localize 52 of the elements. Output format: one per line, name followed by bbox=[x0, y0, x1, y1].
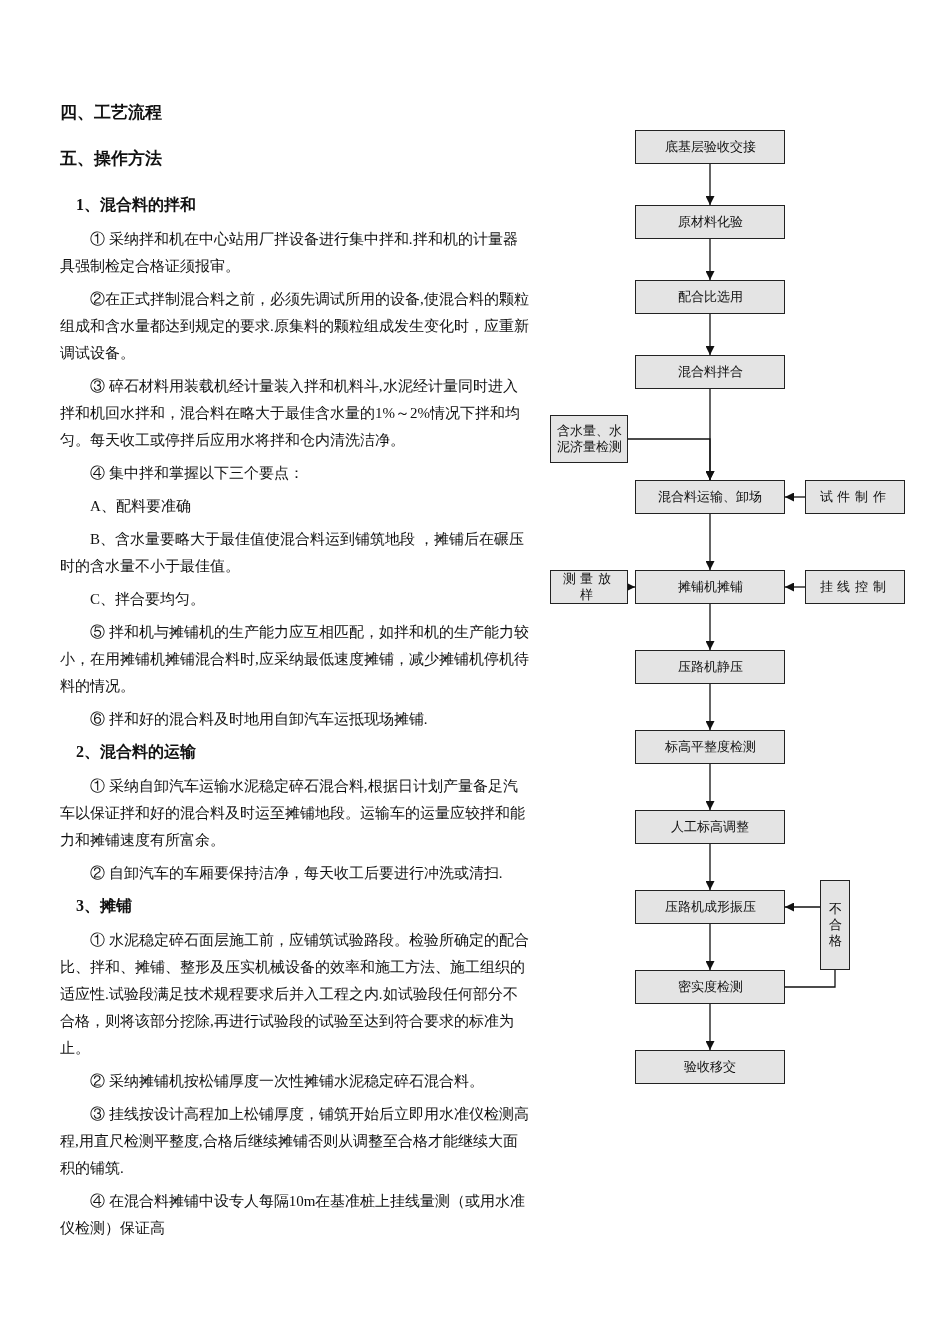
process-box: 人工标高调整 bbox=[635, 810, 785, 844]
arrow bbox=[705, 163, 715, 206]
arrow bbox=[784, 902, 821, 912]
paragraph: ④ 集中拌和掌握以下三个要点： bbox=[89, 464, 305, 483]
paragraph: ① 采纳自卸汽车运输水泥稳定碎石混合料,根据日计划产量备足汽车以保证拌和好的混合料及时运至摊铺地段。运输车的运量应较拌和能力和摊铺速度有所富余。 bbox=[60, 777, 526, 850]
paragraph: A、配料要准确 bbox=[89, 497, 192, 516]
process-box: 摊铺机摊铺 bbox=[635, 570, 785, 604]
paragraph: ① 采纳拌和机在中心站用厂拌设备进行集中拌和.拌和机的计量器具强制检定合格证须报审。 bbox=[60, 230, 519, 276]
arrow bbox=[626, 582, 636, 592]
process-box: 挂线控制 bbox=[805, 570, 905, 604]
process-box: 含水量、水泥济量检测 bbox=[550, 415, 628, 463]
paragraph: B、含水量要略大于最佳值使混合料运到铺筑地段 ，摊铺后在碾压时的含水量不小于最佳值。 bbox=[60, 530, 525, 576]
arrow bbox=[705, 923, 715, 971]
process-box: 压路机静压 bbox=[635, 650, 785, 684]
arrow bbox=[784, 492, 806, 502]
arrow bbox=[705, 238, 715, 281]
process-box: 压路机成形振压 bbox=[635, 890, 785, 924]
paragraph: ① 水泥稳定碎石面层施工前，应铺筑试验路段。检验所确定的配合比、拌和、摊铺、整形及压实机械设备的效率和施工方法、施工组织的适应性.试验段满足技术规程要求后并入工程之内.如试验段任何部分不合格，则将该部分挖除,再进行试验段的试验至达到符合要求的标准为止。 bbox=[60, 931, 530, 1058]
arrow bbox=[705, 1003, 715, 1051]
section-heading: 2、混合料的运输 bbox=[76, 742, 197, 762]
process-box: 混合料运输、卸场 bbox=[635, 480, 785, 514]
process-box: 原材料化验 bbox=[635, 205, 785, 239]
paragraph: ②在正式拌制混合料之前，必须先调试所用的设备,使混合料的颗粒组成和含水量都达到规定的要求.原集料的颗粒组成发生变化时，应重新调试设备。 bbox=[60, 290, 530, 363]
arrow bbox=[627, 438, 715, 481]
arrow bbox=[705, 763, 715, 811]
paragraph: ④ 在混合料摊铺中设专人每隔10m在基准桩上挂线量测（或用水准仪检测）保证高 bbox=[60, 1192, 527, 1238]
arrow bbox=[705, 683, 715, 731]
paragraph: ② 采纳摊铺机按松铺厚度一次性摊铺水泥稳定碎石混合料。 bbox=[89, 1072, 485, 1091]
arrow bbox=[705, 603, 715, 651]
process-box: 测量放样 bbox=[550, 570, 628, 604]
process-box: 密实度检测 bbox=[635, 970, 785, 1004]
arrow bbox=[705, 513, 715, 571]
section-heading: 1、混合料的拌和 bbox=[76, 195, 197, 215]
section-heading: 四、工艺流程 bbox=[60, 102, 163, 124]
section-heading: 3、摊铺 bbox=[76, 896, 133, 916]
process-box: 不合格 bbox=[820, 880, 850, 970]
process-box: 底基层验收交接 bbox=[635, 130, 785, 164]
paragraph: C、拌合要均匀。 bbox=[89, 590, 206, 609]
process-box: 配合比选用 bbox=[635, 280, 785, 314]
paragraph: ③ 挂线按设计高程加上松铺厚度，铺筑开始后立即用水准仪检测高程,用直尺检测平整度,合格后继续摊铺否则从调整至合格才能继续大面积的铺筑. bbox=[60, 1105, 530, 1178]
arrow bbox=[705, 843, 715, 891]
process-box: 混合料拌合 bbox=[635, 355, 785, 389]
paragraph: ⑥ 拌和好的混合料及时地用自卸汽车运抵现场摊铺. bbox=[89, 710, 429, 729]
arrow bbox=[705, 313, 715, 356]
arrow bbox=[784, 582, 806, 592]
paragraph: ③ 碎石材料用装载机经计量装入拌和机料斗,水泥经计量同时进入拌和机回水拌和，混合料在略大于最佳含水量的1%～2%情况下拌和均匀。每天收工或停拌后应用水将拌和仓内清洗洁净。 bbox=[60, 377, 521, 450]
process-box: 标高平整度检测 bbox=[635, 730, 785, 764]
process-box: 验收移交 bbox=[635, 1050, 785, 1084]
section-heading: 五、操作方法 bbox=[60, 148, 163, 170]
process-box: 试件制作 bbox=[805, 480, 905, 514]
paragraph: ② 自卸汽车的车厢要保持洁净，每天收工后要进行冲洗或清扫. bbox=[89, 864, 504, 883]
paragraph: ⑤ 拌和机与摊铺机的生产能力应互相匹配，如拌和机的生产能力较小，在用摊铺机摊铺混合料时,应采纳最低速度摊铺，减少摊铺机停机待料的情况。 bbox=[60, 623, 530, 696]
